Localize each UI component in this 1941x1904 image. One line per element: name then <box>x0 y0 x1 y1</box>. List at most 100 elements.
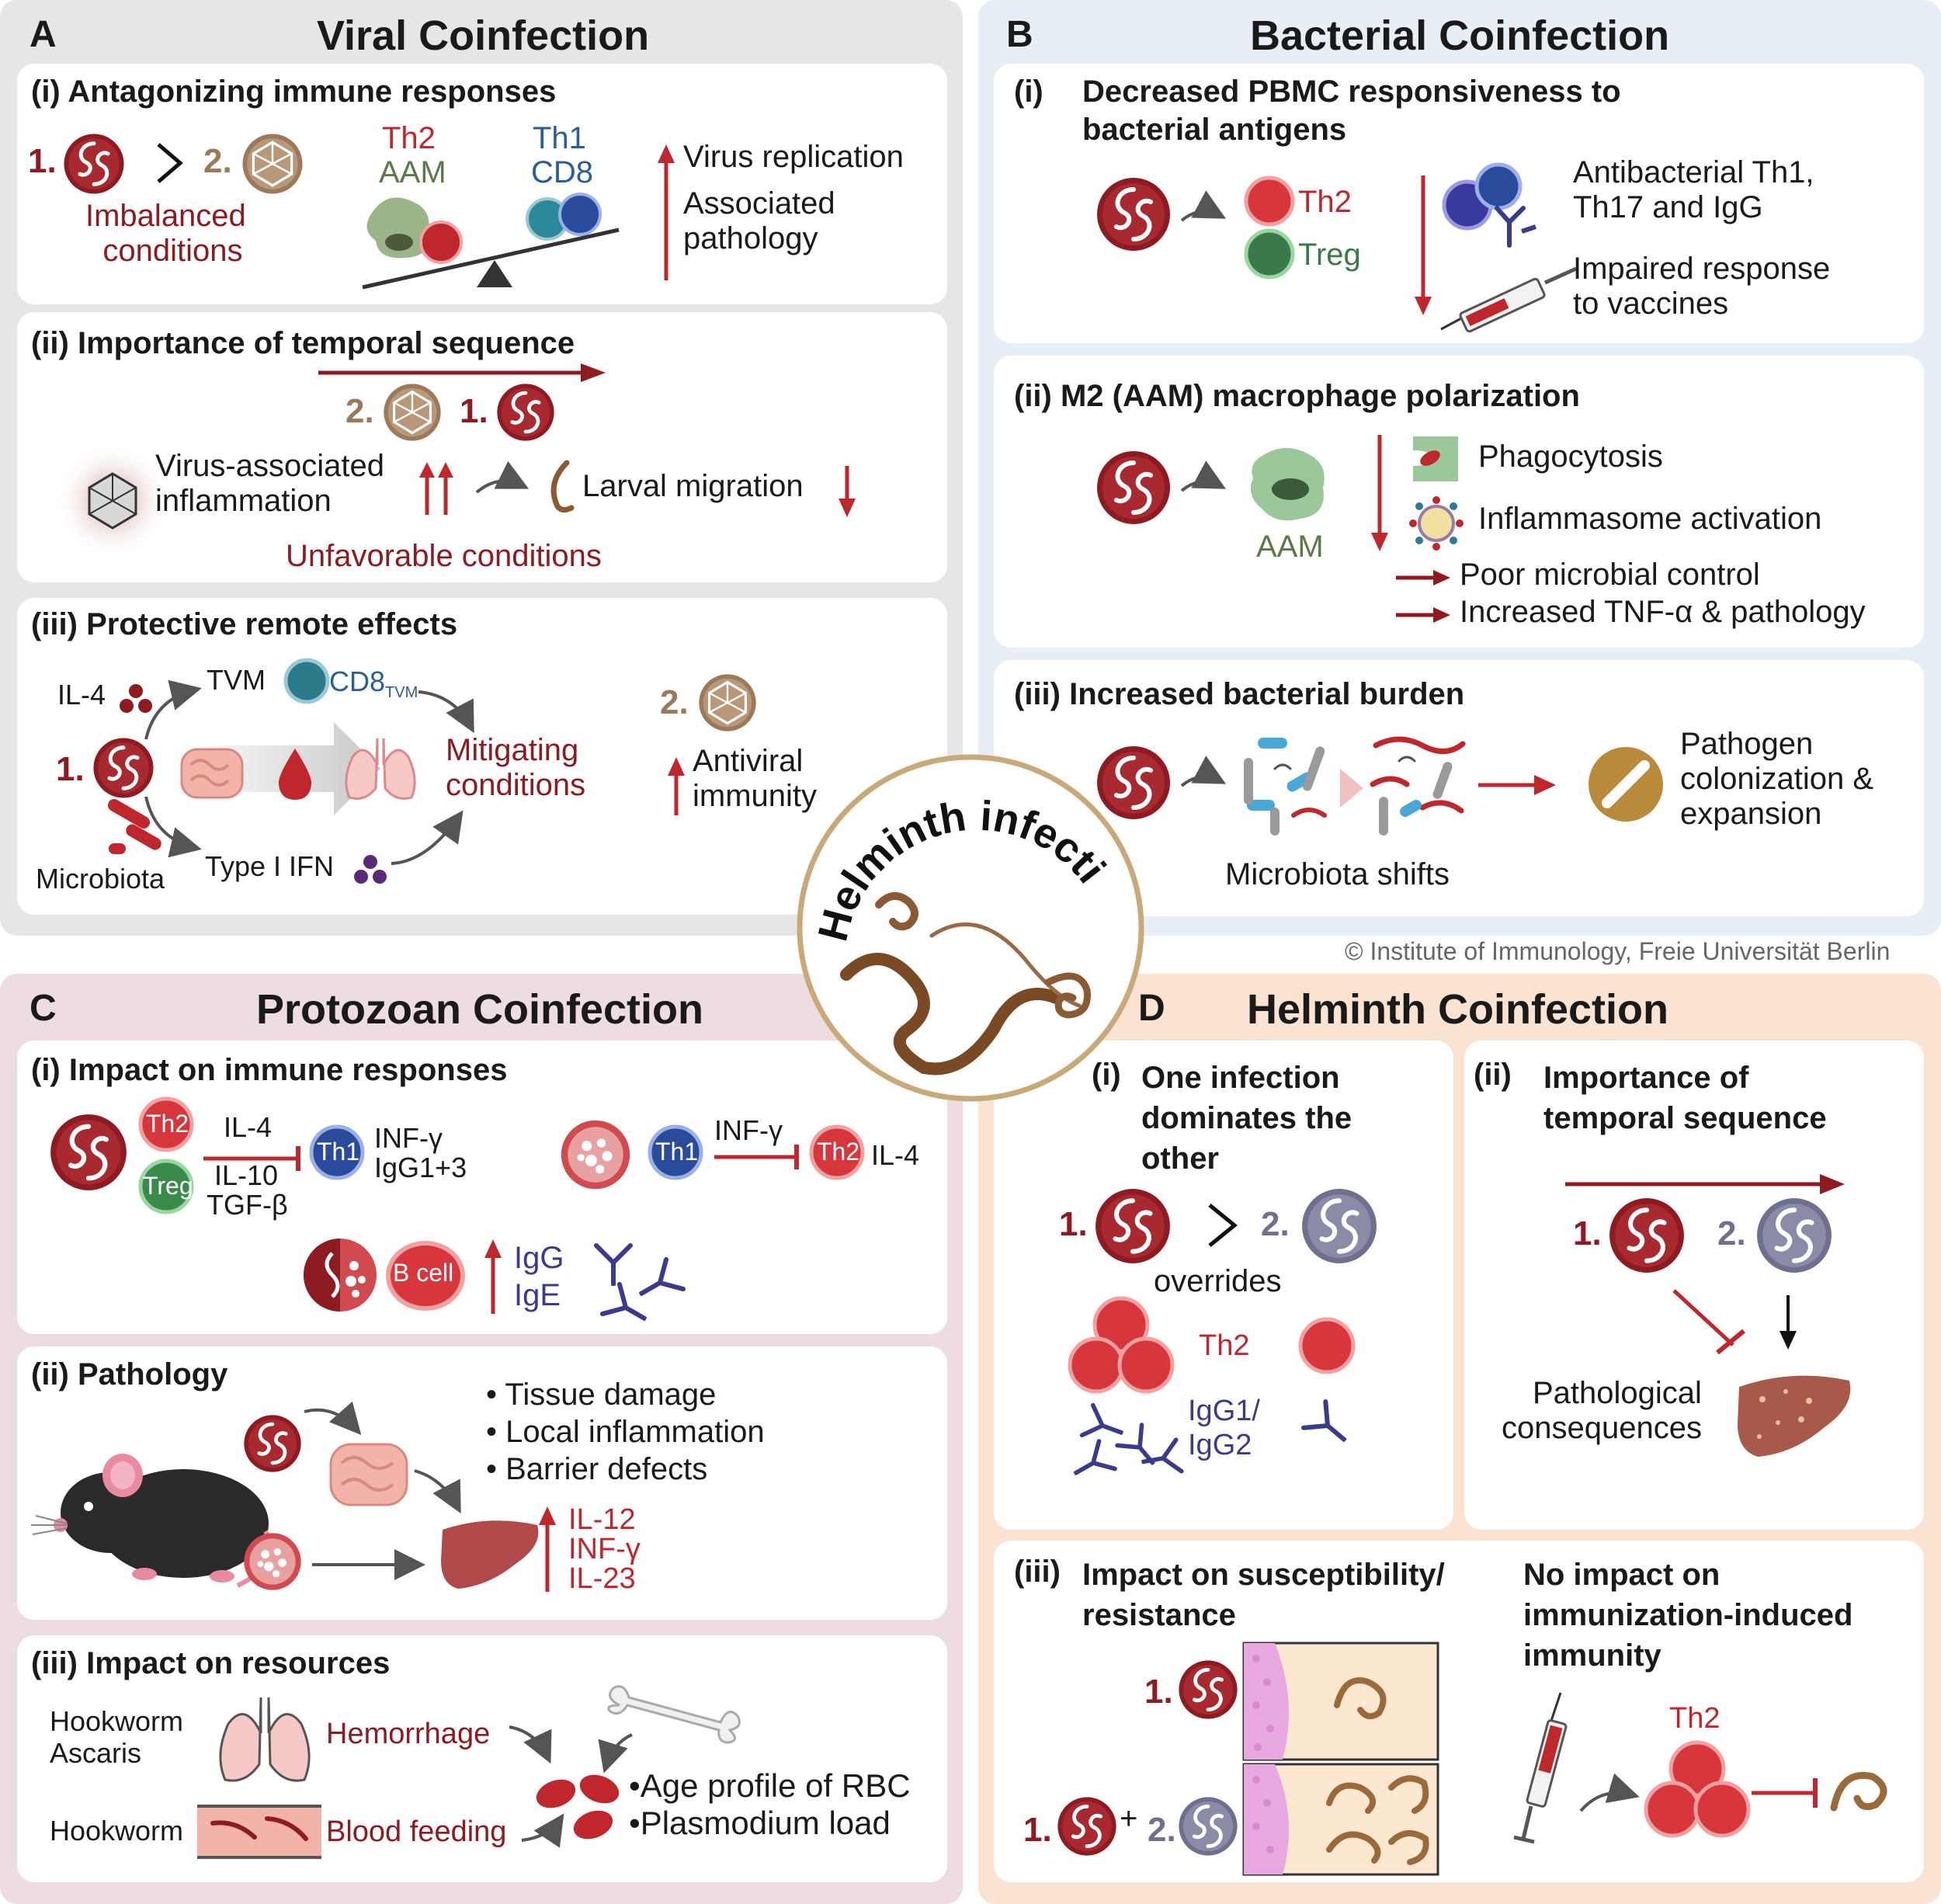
inflammasome-icon <box>1409 496 1464 551</box>
panel-a-iii-box <box>17 598 947 915</box>
panel-a-i-box <box>17 64 947 304</box>
greater-than-icon <box>1208 1204 1238 1247</box>
panel-c-title: Protozoan Coinfection <box>256 986 703 1033</box>
arrow-down-right-icon <box>509 1725 552 1764</box>
liver-icon <box>1738 1375 1851 1457</box>
a-ii-heading: (ii) Importance of temporal sequence <box>31 326 575 360</box>
helminth-protozoan-split-icon <box>304 1239 377 1312</box>
down-arrow-icon <box>839 466 856 517</box>
d-iii-heading: Impact on susceptibility/resistance <box>1082 1558 1445 1632</box>
a-iii-heading: (iii) Protective remote effects <box>31 607 458 641</box>
b-ii-heading: (ii) M2 (AAM) macrophage polarization <box>1014 379 1580 413</box>
helminth-icon <box>62 132 126 196</box>
intestine-icon <box>329 1443 408 1506</box>
copyright-note: © Institute of Immunology, Freie Univers… <box>1345 937 1891 965</box>
larva-icon <box>1830 1771 1887 1812</box>
d-iii-num: (iii) <box>1014 1555 1061 1589</box>
d-i-n1: 1. <box>1059 1205 1088 1243</box>
antibody-icon <box>602 1284 649 1331</box>
a-iii-il4: IL-4 <box>57 679 106 711</box>
d-ii-n1: 1. <box>1573 1214 1602 1253</box>
arrow-up-right-icon <box>391 810 464 865</box>
helminth-icon <box>1056 1795 1118 1857</box>
d-i-overrides: overrides <box>1154 1264 1282 1298</box>
c-i-il4: IL-4 <box>224 1111 273 1143</box>
arrow-right-maroon-icon <box>1396 607 1450 623</box>
panel-a-letter: A <box>30 14 57 55</box>
cd8-cell-icon <box>283 658 330 704</box>
a-ii-n1: 1. <box>460 392 488 430</box>
greater-than-icon <box>157 143 183 183</box>
c-i-th2-b: Th2 <box>817 1138 860 1166</box>
panel-d-iii-box <box>994 1541 1924 1882</box>
blood-drop-icon <box>278 749 312 800</box>
a-iii-microbiota: Microbiota <box>36 863 165 895</box>
arrow-down-right-icon <box>418 690 474 734</box>
curved-arrow-icon <box>1180 190 1227 222</box>
bone-icon <box>607 1685 741 1744</box>
a-iii-n1: 1. <box>56 750 85 788</box>
larva-icon <box>550 460 575 513</box>
up-arrow-red-icon <box>658 144 675 280</box>
up-arrow-red-icon <box>484 1239 502 1314</box>
a-i-virus-replication: Virus replication <box>683 140 904 174</box>
syringe-icon <box>1513 1692 1568 1844</box>
arrow-right-maroon-icon <box>1396 570 1450 585</box>
d-iii-plus: + <box>1120 1802 1138 1836</box>
b-i-th2: Th2 <box>1298 185 1352 219</box>
b-ii-tnf: Increased TNF-α & pathology <box>1460 595 1866 629</box>
intestine-icon <box>180 748 244 799</box>
d-ii-num: (ii) <box>1474 1058 1512 1092</box>
down-arrow-black-icon <box>1780 1295 1797 1350</box>
antibody-icon <box>590 1239 637 1286</box>
helminth-grey-icon <box>1300 1187 1379 1266</box>
c-i-il4b: IL-4 <box>871 1139 920 1171</box>
helminth-grey-icon <box>1755 1196 1834 1275</box>
th1-cell-icon <box>309 1124 365 1180</box>
microbiota-before-icon <box>1244 738 1327 836</box>
curved-arrow-icon <box>1180 460 1227 492</box>
c-i-ige: IgE <box>514 1278 561 1312</box>
c-i-th1-b: Th1 <box>655 1138 699 1166</box>
immune-cells-antibody-icon <box>1442 162 1536 248</box>
treg-cell-icon <box>1244 228 1295 280</box>
b-iii-heading: (iii) Increased bacterial burden <box>1014 677 1465 711</box>
a-i-th1: Th1 <box>533 121 586 155</box>
helminth-icon <box>1607 1196 1686 1275</box>
a-i-n2: 2. <box>203 142 232 180</box>
d-iii-n1b: 1. <box>1023 1811 1052 1849</box>
treg-cell-icon <box>138 1159 194 1214</box>
a-iii-cd8: CD8TVM <box>329 665 418 702</box>
d-i-igg: IgG1/IgG2 <box>1188 1395 1260 1461</box>
d-i-th2: Th2 <box>1199 1329 1250 1362</box>
b-ii-poor-control: Poor microbial control <box>1460 558 1760 592</box>
virus-icon <box>697 672 758 733</box>
b-ii-phagocytosis: Phagocytosis <box>1478 440 1663 474</box>
th2-cell-icon <box>1244 175 1295 227</box>
c-i-inf2: INF-γ <box>714 1114 783 1146</box>
arrow-up-right-icon <box>144 679 202 740</box>
double-up-arrow-icon <box>419 462 453 515</box>
arrow-right-red-icon <box>1478 775 1556 795</box>
red-blood-cells-icon <box>536 1774 620 1840</box>
antibody-icon <box>1071 1441 1115 1485</box>
helminth-icon <box>242 1413 303 1474</box>
c-i-th2: Th2 <box>146 1110 189 1138</box>
c-i-heading: (i) Impact on immune responses <box>31 1053 508 1087</box>
arrow-down-right-icon <box>414 1469 461 1514</box>
a-i-heading: (i) Antagonizing immune responses <box>31 75 557 109</box>
c-iii-hemorrhage: Hemorrhage <box>326 1718 491 1750</box>
bacteria-icon <box>107 799 161 854</box>
th2-cell-icon <box>809 1124 865 1180</box>
phagocyte-icon <box>1413 436 1458 481</box>
c-iii-hookworm: Hookworm <box>50 1815 184 1847</box>
b-ii-inflammasome: Inflammasome activation <box>1478 502 1822 536</box>
antibody-icon <box>1304 1402 1351 1449</box>
panel-b-title: Bacterial Coinfection <box>1250 12 1670 59</box>
b-i-treg: Treg <box>1298 238 1361 272</box>
